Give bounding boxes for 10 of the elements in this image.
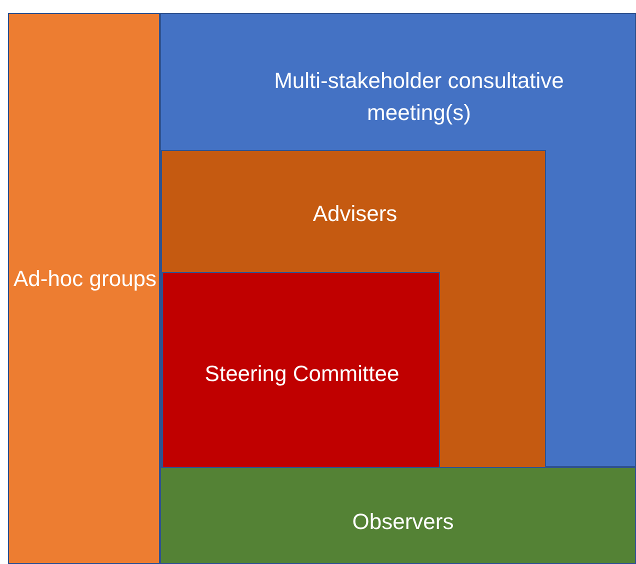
observers-bar [160, 467, 636, 564]
node-label: Observers [351, 508, 455, 536]
node-label: Advisers [312, 200, 398, 228]
node-label: Multi-stakeholder consultative meeting(s) [273, 67, 565, 127]
group-bar [8, 13, 160, 564]
meeting-box [160, 13, 636, 467]
advisers-box [161, 150, 546, 468]
node-label: Ad-hoc groups [12, 265, 158, 293]
node-label: Steering Committee [204, 360, 400, 388]
committee-box [162, 272, 440, 469]
